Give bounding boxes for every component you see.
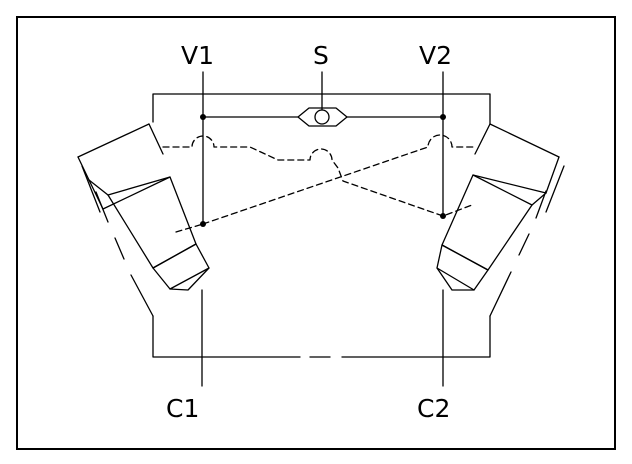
label-c1: C1	[166, 394, 200, 423]
label-v2: V2	[419, 41, 453, 70]
left-cartridge-valve	[77, 123, 210, 291]
solid-lines	[201, 71, 444, 387]
valve-body-outline	[95, 93, 547, 358]
label-c2: C2	[417, 394, 451, 423]
junction-dots	[200, 114, 446, 227]
right-cartridge-valve	[436, 123, 565, 291]
label-s: S	[313, 41, 329, 70]
label-v1: V1	[181, 41, 215, 70]
shuttle-valve	[297, 107, 348, 127]
diagram-frame	[16, 16, 616, 450]
pilot-lines	[162, 134, 477, 233]
